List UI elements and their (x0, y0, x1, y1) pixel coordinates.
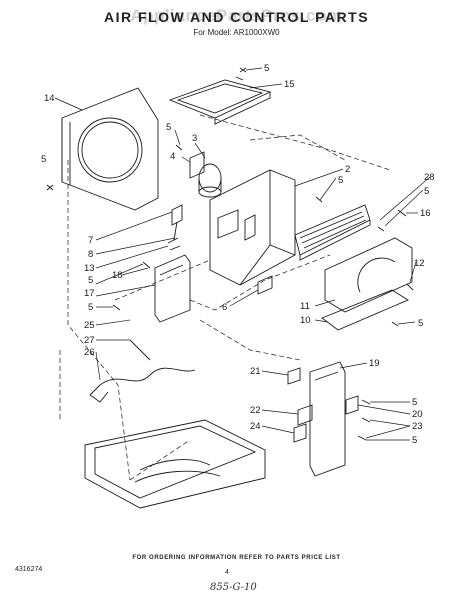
callout-19: 19 (369, 358, 380, 369)
bracket-part-4 (189, 151, 205, 179)
switch-part-7 (171, 204, 183, 241)
callout-20: 20 (412, 409, 423, 420)
callout-5: 5 (338, 175, 343, 186)
switch-part-21 (287, 367, 301, 385)
callout-10: 10 (300, 315, 311, 326)
front-panel-part-14 (61, 87, 159, 211)
control-panel-part-19 (309, 361, 346, 477)
mounting-panel-part-17 (154, 254, 191, 323)
model-subtitle: For Model: AR1000XW0 (193, 28, 280, 37)
callout-28: 28 (424, 172, 435, 183)
fan-shroud-part-12 (324, 237, 413, 313)
callout-17: 17 (84, 288, 95, 299)
callout-24: 24 (250, 421, 261, 432)
watermark: AppliancePartsPros.com (130, 6, 343, 25)
tray-part-15 (168, 79, 272, 125)
terminal-part-13 (167, 237, 181, 251)
base-plate-part-10 (321, 289, 409, 331)
grille-part-28 (294, 204, 371, 261)
callout-21: 21 (250, 366, 261, 377)
connector-part-6 (257, 275, 273, 295)
callout-2: 2 (345, 164, 350, 175)
page-number: 4 (225, 569, 229, 576)
page-title: AIR FLOW AND CONTROL PARTS (103, 9, 370, 25)
callout-5: 5 (88, 302, 93, 313)
callout-3: 3 (192, 133, 197, 144)
screws (46, 67, 414, 441)
callout-25: 25 (84, 320, 95, 331)
control-box-part-2 (209, 169, 296, 286)
switch-part-24 (293, 423, 307, 443)
callout-5: 5 (88, 275, 93, 286)
callout-7: 7 (88, 235, 93, 246)
callout-15: 15 (284, 79, 295, 90)
document-number: 4316274 (15, 566, 43, 573)
callout-5: 5 (412, 397, 417, 408)
callout-6: 6 (222, 302, 227, 313)
callout-5: 5 (41, 154, 46, 165)
callout-16: 16 (420, 208, 431, 219)
wire-harness-part-26 (89, 339, 196, 403)
knob-part-20 (345, 395, 359, 415)
callout-4: 4 (170, 151, 175, 162)
callout-leader-lines (54, 67, 431, 441)
callout-5: 5 (424, 186, 429, 197)
callout-27: 27 (84, 335, 95, 346)
callout-5: 5 (412, 435, 417, 446)
callout-5: 5 (166, 122, 171, 133)
callout-14: 14 (44, 93, 55, 104)
callout-26: 26 (84, 347, 95, 358)
assembly-guide-lines (59, 114, 391, 481)
callout-12: 12 (414, 258, 425, 269)
handwritten-note: 855-G-10 (210, 582, 257, 593)
capacitor-part-3 (198, 163, 222, 198)
callout-13: 13 (84, 263, 95, 274)
ordering-note: FOR ORDERING INFORMATION REFER TO PARTS … (132, 555, 341, 561)
callout-22: 22 (250, 405, 261, 416)
callout-5: 5 (418, 318, 423, 329)
switch-part-22 (297, 404, 313, 426)
callout-5: 5 (264, 63, 269, 74)
callout-8: 8 (88, 249, 93, 260)
base-pan (84, 419, 266, 509)
callout-11: 11 (300, 301, 310, 312)
callout-18: 18 (112, 270, 123, 281)
callout-numbers: 14 5 5 15 5 3 4 2 5 28 5 16 7 8 13 18 5 … (41, 63, 435, 446)
callout-23: 23 (412, 421, 423, 432)
